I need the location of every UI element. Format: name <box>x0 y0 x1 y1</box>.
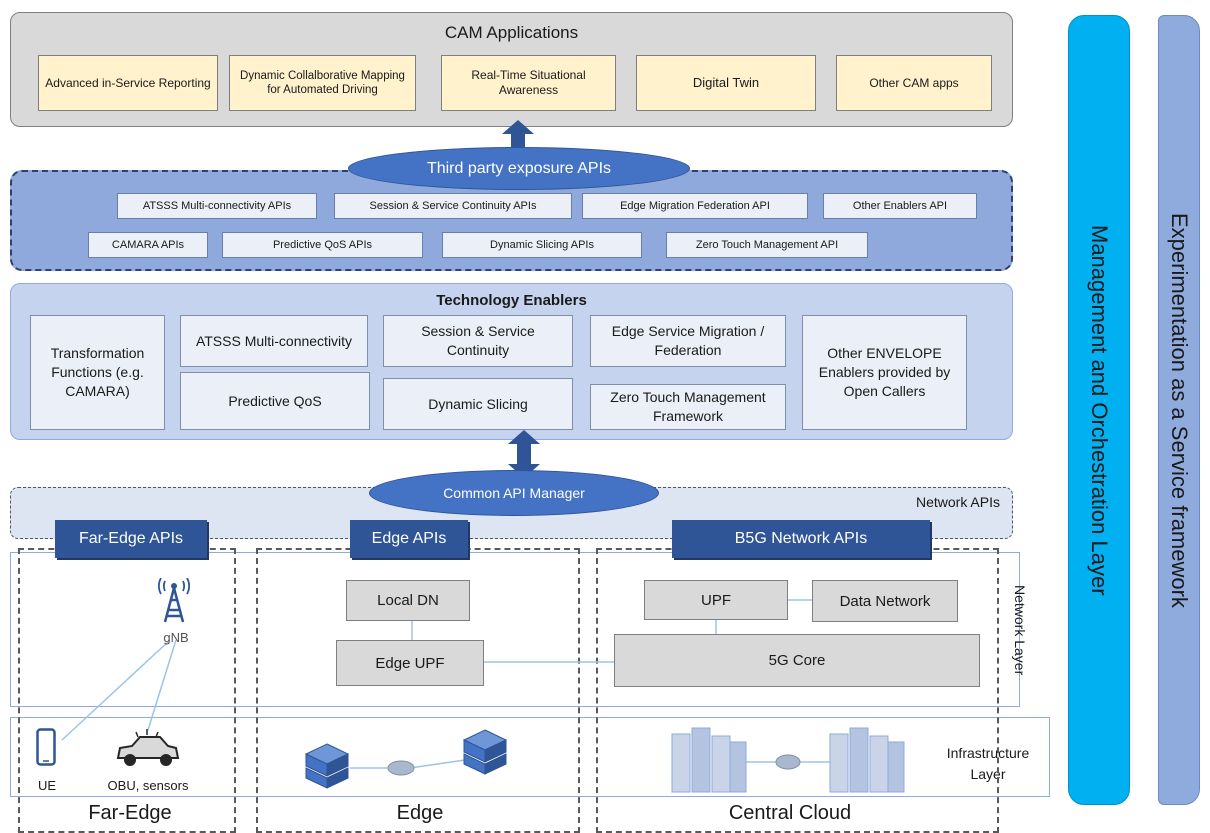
api-session-continuity: Session & Service Continuity APIs <box>334 193 572 219</box>
common-api-manager-ellipse: Common API Manager <box>369 470 659 516</box>
api-other-enablers: Other Enablers API <box>823 193 977 219</box>
api-edge-migration: Edge Migration Federation API <box>582 193 808 219</box>
central-cloud-label: Central Cloud <box>728 801 852 824</box>
edge-apis-tab: Edge APIs <box>350 520 468 558</box>
b5g-network-apis-tab: B5G Network APIs <box>672 520 930 558</box>
server-cluster-icon <box>304 743 350 789</box>
technology-enablers-title: Technology Enablers <box>436 291 587 309</box>
datacenter-racks-icon <box>829 727 905 793</box>
enabler-transformation-functions: Transformation Functions (e.g. CAMARA) <box>30 315 165 430</box>
car-icon <box>116 729 180 766</box>
gnb-label: gNB <box>163 629 189 645</box>
api-zero-touch: Zero Touch Management API <box>666 232 868 258</box>
router-icon <box>775 754 801 770</box>
upf-box: UPF <box>644 580 788 620</box>
local-dn-box: Local DN <box>346 580 470 621</box>
5g-core-box: 5G Core <box>614 634 980 687</box>
enabler-session-continuity: Session & Service Continuity <box>383 315 573 367</box>
management-orchestration-bar: Management and Orchestration Layer <box>1068 15 1130 805</box>
enabler-predictive-qos: Predictive QoS <box>180 372 370 430</box>
network-layer-label-wrap: Network Layer <box>1005 565 1035 695</box>
double-arrow-icon <box>508 430 540 478</box>
edge-upf-box: Edge UPF <box>336 640 484 686</box>
server-cluster-icon <box>462 729 508 775</box>
experimentation-service-bar: Experimentation as a Service framework <box>1158 15 1200 805</box>
enabler-other-envelope: Other ENVELOPE Enablers provided by Open… <box>802 315 967 430</box>
cell-tower-icon <box>157 578 191 623</box>
ue-label: UE <box>37 777 57 793</box>
infrastructure-layer-label: Infrastructure Layer <box>946 745 1030 782</box>
enabler-atsss: ATSSS Multi-connectivity <box>180 315 368 367</box>
far-edge-label: Far-Edge <box>88 801 172 824</box>
enabler-zero-touch-management: Zero Touch Management Framework <box>590 384 786 430</box>
api-predictive-qos: Predictive QoS APIs <box>222 232 423 258</box>
cam-app-digital-twin: Digital Twin <box>636 55 816 111</box>
cam-app-real-time-situational-awareness: Real-Time Situational Awareness <box>441 55 616 111</box>
enabler-dynamic-slicing: Dynamic Slicing <box>383 378 573 430</box>
datacenter-racks-icon <box>671 727 747 793</box>
enabler-edge-migration: Edge Service Migration / Federation <box>590 315 786 367</box>
network-layer-band <box>10 552 1020 707</box>
data-network-box: Data Network <box>812 580 958 622</box>
api-atsss: ATSSS Multi-connectivity APIs <box>117 193 317 219</box>
cam-app-advanced-in-service-reporting: Advanced in-Service Reporting <box>38 55 218 111</box>
management-orchestration-label: Management and Orchestration Layer <box>1087 224 1112 596</box>
network-apis-label: Network APIs <box>915 494 1000 510</box>
network-layer-label: Network Layer <box>1012 584 1028 676</box>
obu-sensors-label: OBU, sensors <box>107 777 189 793</box>
cam-app-other: Other CAM apps <box>836 55 992 111</box>
infrastructure-layer-band <box>10 717 1050 797</box>
cam-applications-title: CAM Applications <box>444 23 579 42</box>
api-camara: CAMARA APIs <box>88 232 208 258</box>
edge-label: Edge <box>396 801 444 824</box>
cam-app-dynamic-mapping: Dynamic Collalborative Mapping for Autom… <box>229 55 416 111</box>
smartphone-icon <box>36 728 56 766</box>
third-party-exposure-ellipse: Third party exposure APIs <box>348 147 690 190</box>
api-dynamic-slicing: Dynamic Slicing APIs <box>442 232 642 258</box>
router-icon <box>387 760 415 776</box>
experimentation-service-label: Experimentation as a Service framework <box>1167 212 1192 608</box>
far-edge-apis-tab: Far-Edge APIs <box>55 520 207 558</box>
